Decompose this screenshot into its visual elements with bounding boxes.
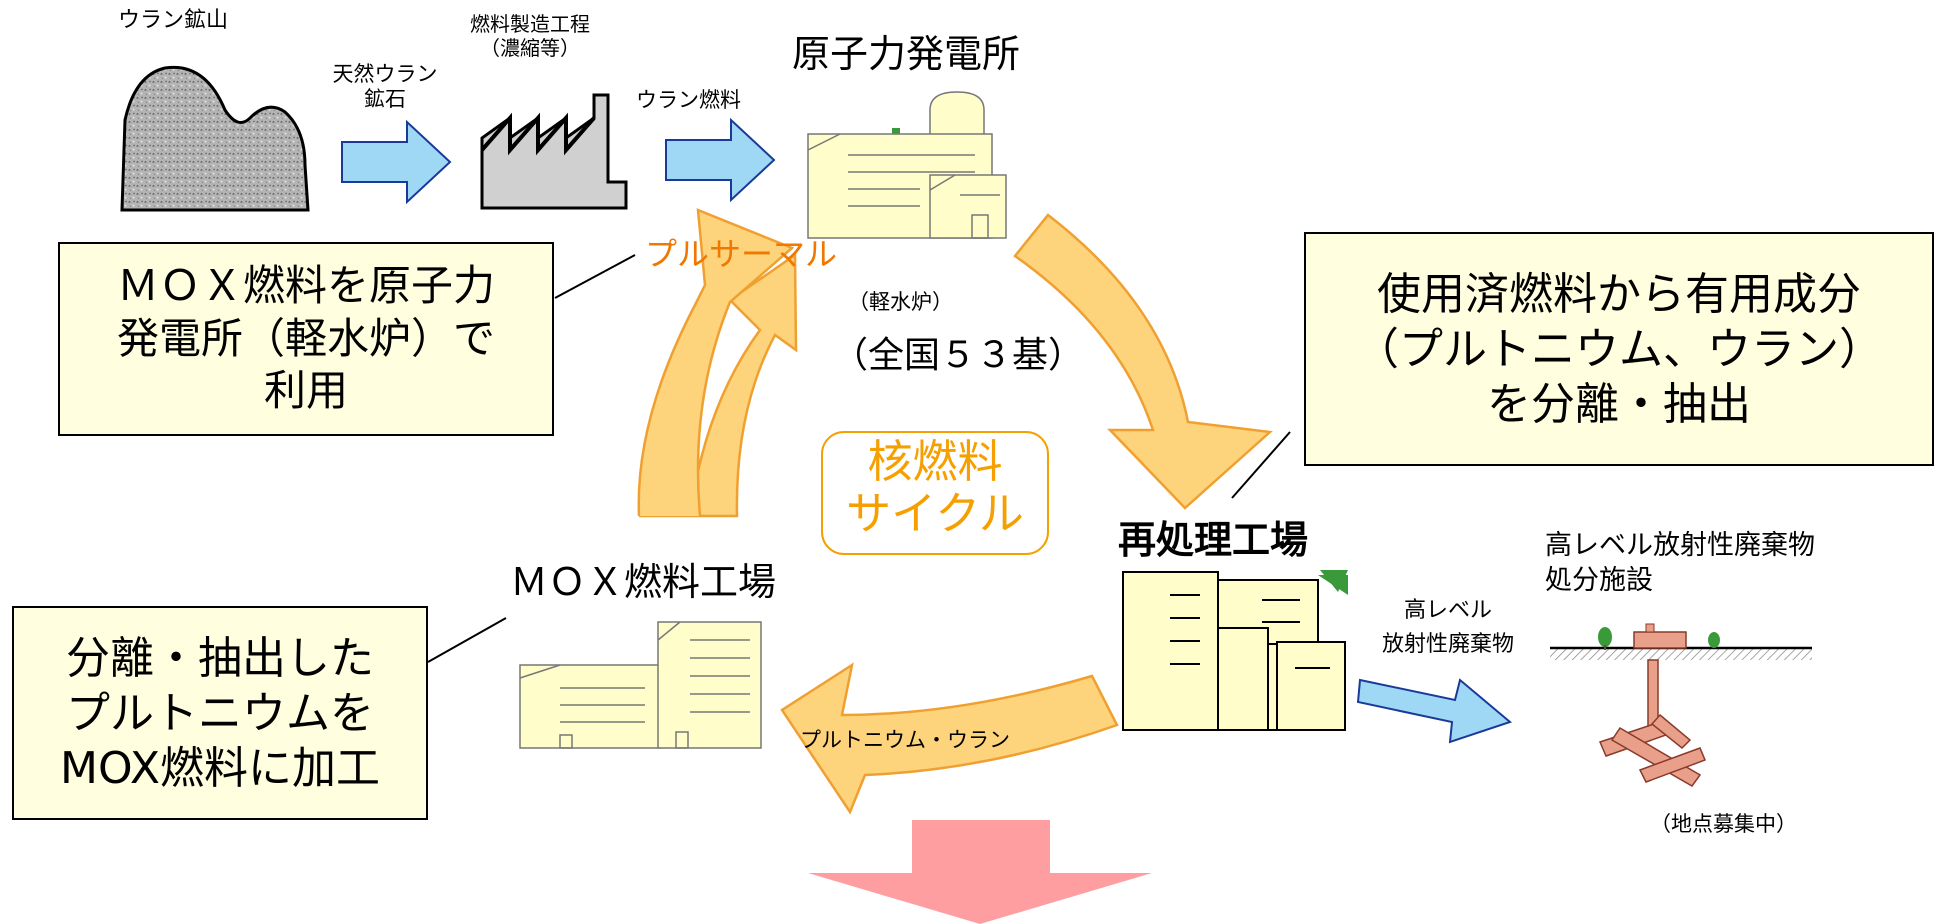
mox-fabrication-callout: 分離・抽出した プルトニウムを MOX燃料に加工 [12,606,428,820]
reprocessing-callout: 使用済燃料から有用成分 （プルトニウム、ウラン） を分離・抽出 [1304,232,1934,466]
nuclear-power-plant-label: 原子力発電所 [792,32,1021,76]
plant-count-label: （全国５３基） [832,335,1085,376]
uranium-fuel-label: ウラン燃料 [636,88,741,112]
high-level-waste-label: 高レベル 放射性廃棄物 [1381,598,1514,658]
cycle-arrow-plant-to-reprocessing [1013,213,1273,510]
waste-arrow [1356,678,1513,744]
mox-fuel-plant-label: ＭＯＸ燃料工場 [510,560,777,604]
pluthermal-label: プルサーマル [645,235,838,273]
fuel-fabrication-label: 燃料製造工程 （濃縮等） [470,12,590,60]
mox-fabrication-callout-text: 分離・抽出した プルトニウムを MOX燃料に加工 [60,632,380,794]
disposal-facility-icon [1550,623,1812,787]
down-arrow [808,820,1152,924]
cycle-label-frame [821,431,1049,555]
site-recruiting-label: （地点募集中） [1650,812,1797,836]
mox-plant-icon [519,621,762,749]
ore-arrow [341,119,452,205]
cycle-arrow-mox-to-plant [637,208,798,518]
mountain-icon [120,65,310,212]
light-water-reactor-label: （軽水炉） [848,290,953,314]
uranium-mine-label: ウラン鉱山 [118,8,229,33]
nuclear-fuel-cycle-label: 核燃料 サイクル [846,435,1024,540]
reprocessing-plant-icon [1122,570,1348,731]
callout-lines [427,254,1291,663]
plutonium-uranium-label: プルトニウム・ウラン [800,728,1010,752]
mox-use-callout: ＭＯＸ燃料を原子力 発電所（軽水炉）で 利用 [58,242,554,436]
factory-icon [480,93,628,210]
disposal-facility-label: 高レベル放射性廃棄物 処分施設 [1545,530,1815,597]
reprocessing-plant-label: 再処理工場 [1118,518,1309,562]
cycle-arrow-reprocessing-to-mox [780,662,1119,815]
natural-uranium-ore-label: 天然ウラン 鉱石 [332,62,438,112]
mox-use-callout-text: ＭＯＸ燃料を原子力 発電所（軽水炉）で 利用 [116,261,495,416]
fuel-arrow [665,117,776,203]
reprocessing-callout-text: 使用済燃料から有用成分 （プルトニウム、ウラン） を分離・抽出 [1355,268,1883,430]
power-plant-icon [807,91,1007,239]
